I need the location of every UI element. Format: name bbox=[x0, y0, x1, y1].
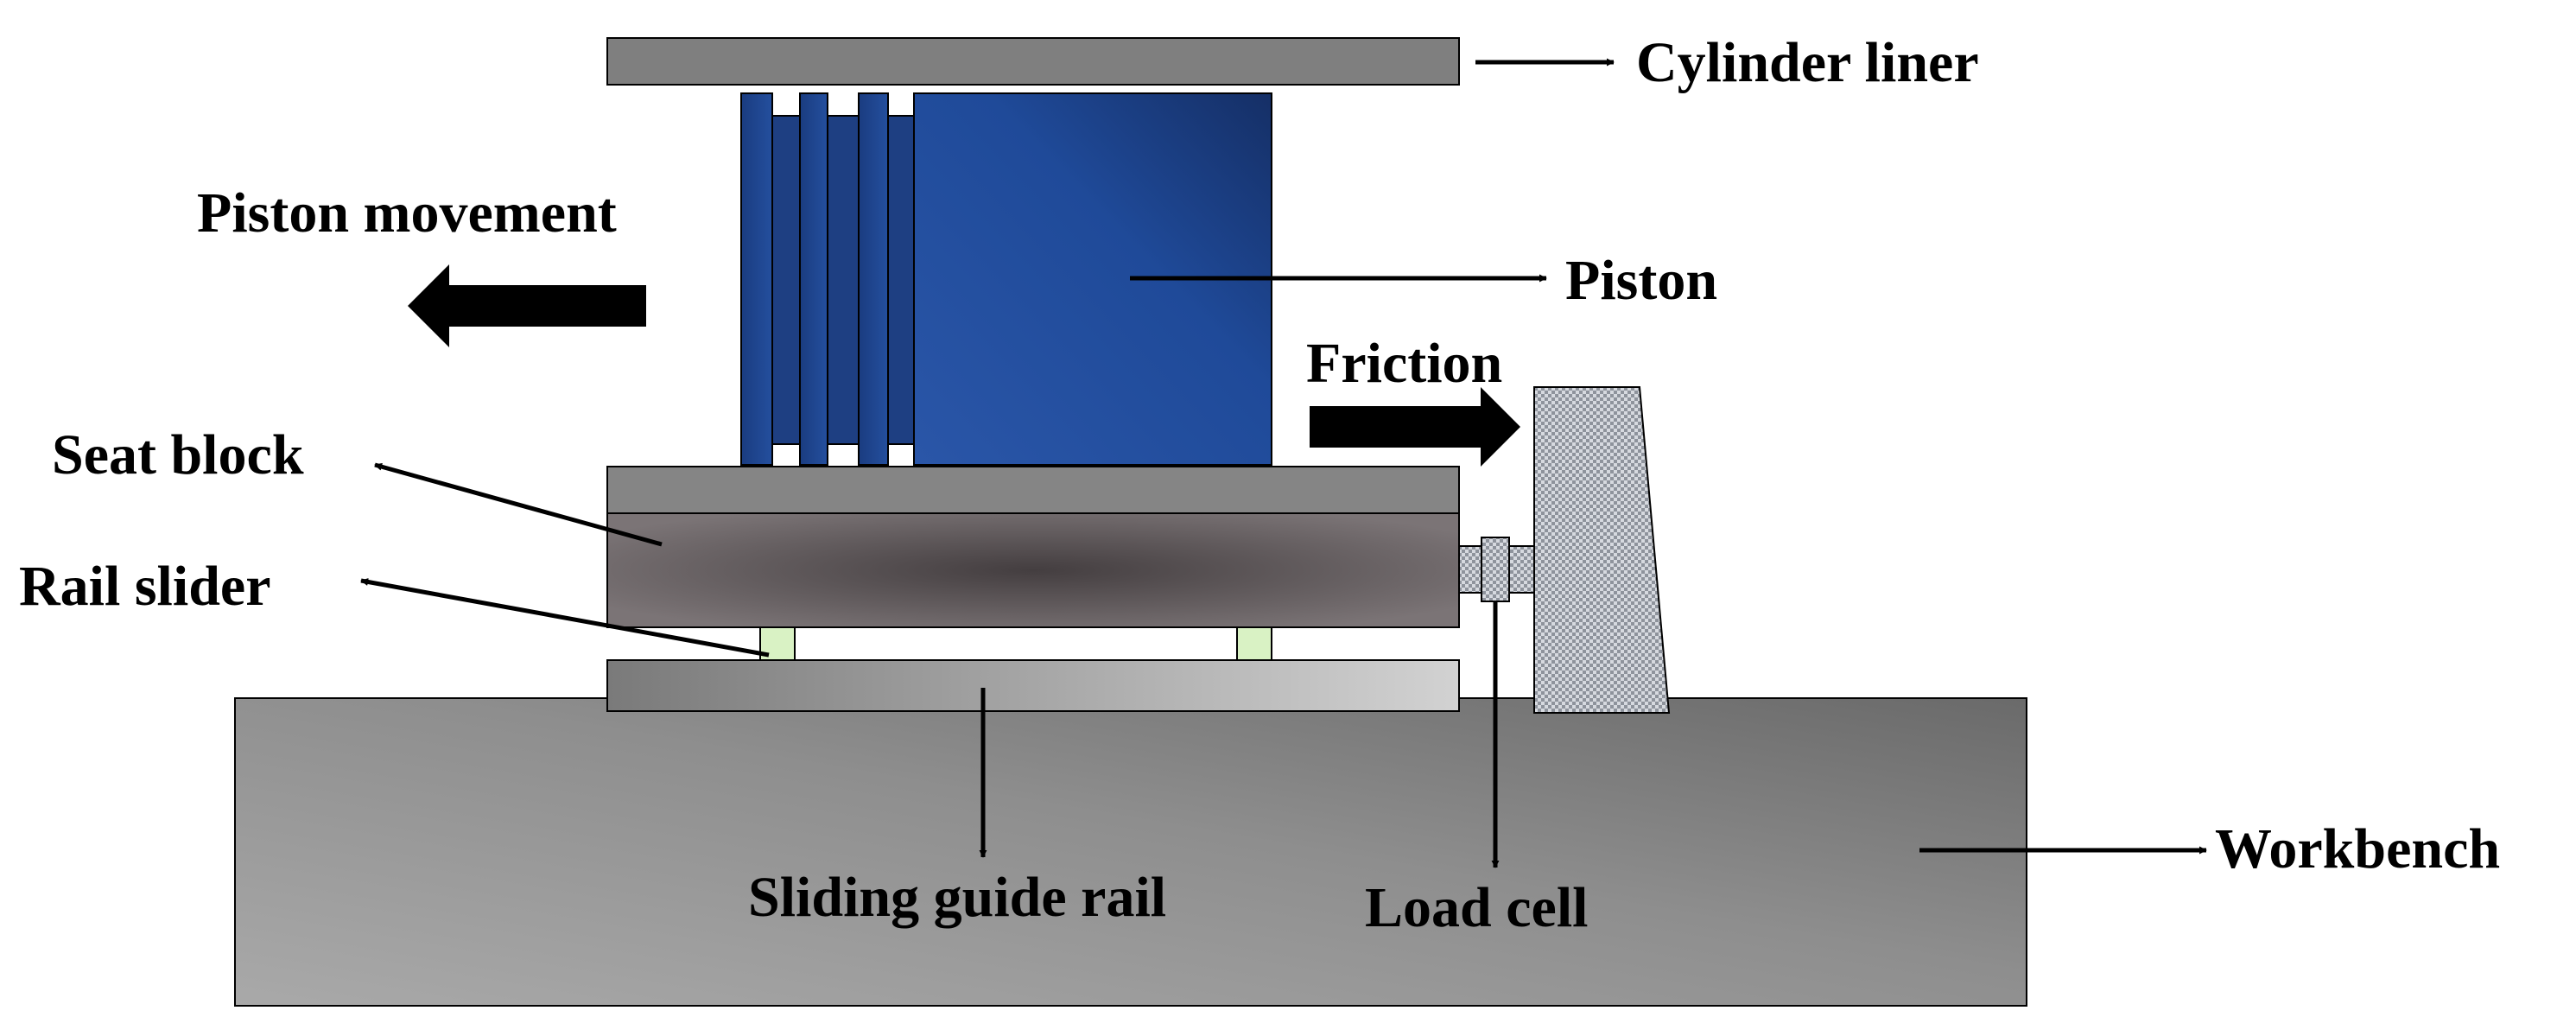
piston-ring-land-3 bbox=[858, 92, 889, 466]
sliding-guide-rail-block bbox=[606, 659, 1460, 712]
label-sliding-guide-rail: Sliding guide rail bbox=[748, 866, 1166, 929]
label-piston-movement: Piston movement bbox=[197, 181, 617, 245]
cylinder-liner-plate bbox=[606, 37, 1460, 86]
seat-block-body bbox=[606, 512, 1460, 628]
piston-ring-land-2 bbox=[799, 92, 828, 466]
seat-block-leader bbox=[374, 462, 663, 547]
rail-slider-leader bbox=[360, 578, 770, 658]
label-friction: Friction bbox=[1306, 332, 1502, 395]
friction-arrow bbox=[1310, 387, 1520, 467]
load-cell-sensor bbox=[1481, 537, 1510, 602]
load-cell-stand bbox=[1533, 386, 1671, 714]
piston-groove-1 bbox=[771, 115, 801, 445]
seat-block-top-plate bbox=[606, 466, 1460, 514]
label-workbench: Workbench bbox=[2215, 817, 2500, 880]
label-seat-block: Seat block bbox=[52, 423, 304, 486]
workbench-block bbox=[234, 697, 2027, 1007]
piston-groove-2 bbox=[827, 115, 860, 445]
label-rail-slider: Rail slider bbox=[19, 555, 271, 618]
piston-ring-land-1 bbox=[740, 92, 773, 466]
label-load-cell: Load cell bbox=[1365, 876, 1589, 939]
piston-groove-3 bbox=[887, 115, 915, 445]
label-cylinder-liner: Cylinder liner bbox=[1636, 31, 1979, 94]
rail-slider-right bbox=[1236, 623, 1272, 661]
label-piston: Piston bbox=[1565, 249, 1717, 312]
piston-movement-arrow bbox=[408, 264, 646, 347]
